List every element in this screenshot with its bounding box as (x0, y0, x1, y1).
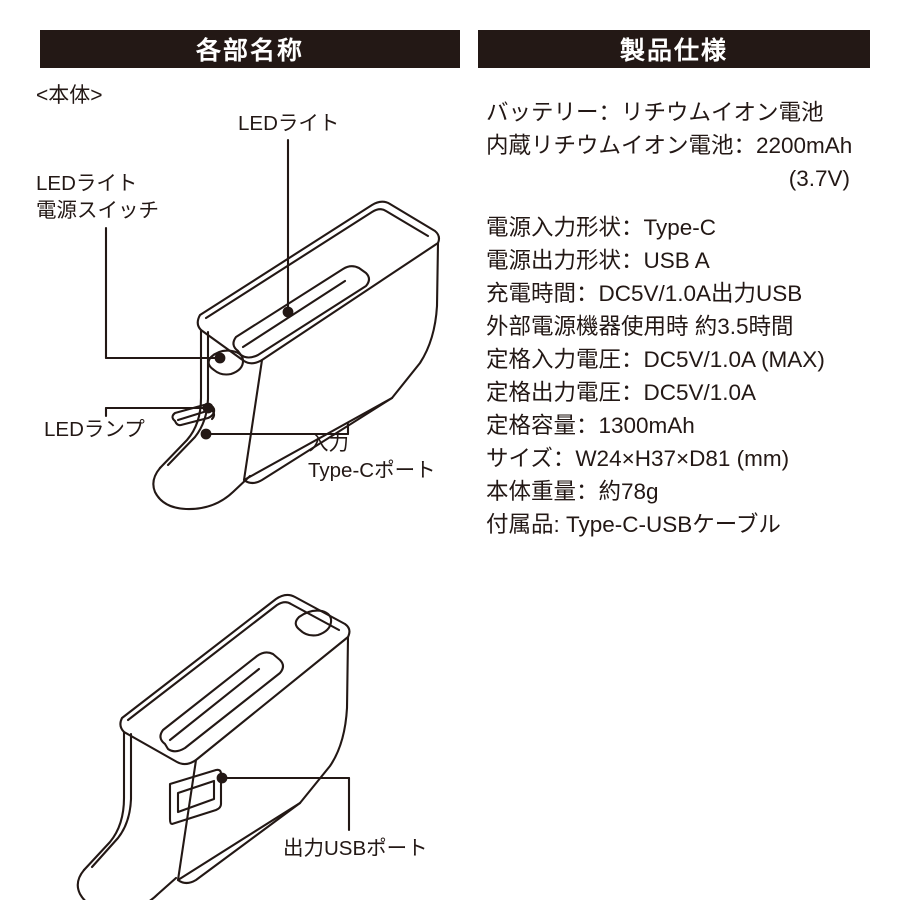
spec-line-output-connector: 電源出力形状：USB A (486, 248, 710, 273)
label-input-line2: Type-Cポート (308, 459, 436, 482)
spec-spacer (486, 195, 886, 211)
label-power-switch-line2: 電源スイッチ (36, 199, 159, 222)
device-top-view (152, 200, 441, 511)
label-power-switch: LEDライト 電源スイッチ (36, 170, 159, 224)
diagram-column: <本体> LEDライト LEDライト 電源スイッチ LEDランプ 入力 Type… (0, 68, 470, 900)
leader-dots-top (200, 306, 294, 440)
spec-line-rated-output: 定格出力電圧：DC5V/1.0A (486, 380, 757, 405)
spec-line-external-power-time: 外部電源機器使用時 約3.5時間 (486, 314, 794, 339)
spec-line-battery-type: バッテリー：リチウムイオン電池 (486, 100, 824, 125)
section-header-specifications: 製品仕様 (478, 30, 870, 68)
label-usb-output-port: 出力USBポート (283, 837, 428, 860)
spec-line-internal-capacity: 内蔵リチウムイオン電池：2200mAh (486, 133, 853, 158)
section-header-part-names: 各部名称 (40, 30, 460, 68)
device-bottom-view (76, 593, 351, 900)
spec-line-rated-input: 定格入力電圧：DC5V/1.0A (MAX) (486, 347, 825, 372)
spec-line-size: サイズ：W24×H37×D81 (mm) (486, 446, 790, 471)
leader-lines-bottom (220, 776, 351, 832)
spec-line-voltage: (3.7V) (788, 166, 850, 191)
spec-line-charging-time: 充電時間：DC5V/1.0A出力USB (486, 281, 803, 306)
leader-lines-top (104, 138, 350, 436)
spec-line-weight: 本体重量：約78g (486, 479, 659, 504)
power-bank-line-art (76, 138, 441, 900)
spec-line-rated-capacity: 定格容量：1300mAh (486, 413, 695, 438)
leader-dots-bottom (216, 772, 228, 784)
body-section-label: <本体> (36, 84, 103, 107)
label-power-switch-line1: LEDライト (36, 172, 138, 195)
label-led-lamp: LEDランプ (44, 418, 145, 441)
specification-list: バッテリー：リチウムイオン電池 内蔵リチウムイオン電池：2200mAh (3.7… (486, 96, 886, 541)
spec-line-accessories: 付属品: Type-C-USBケーブル (486, 512, 781, 537)
label-led-light: LEDライト (238, 112, 340, 135)
spec-line-input-connector: 電源入力形状：Type-C (486, 215, 717, 240)
